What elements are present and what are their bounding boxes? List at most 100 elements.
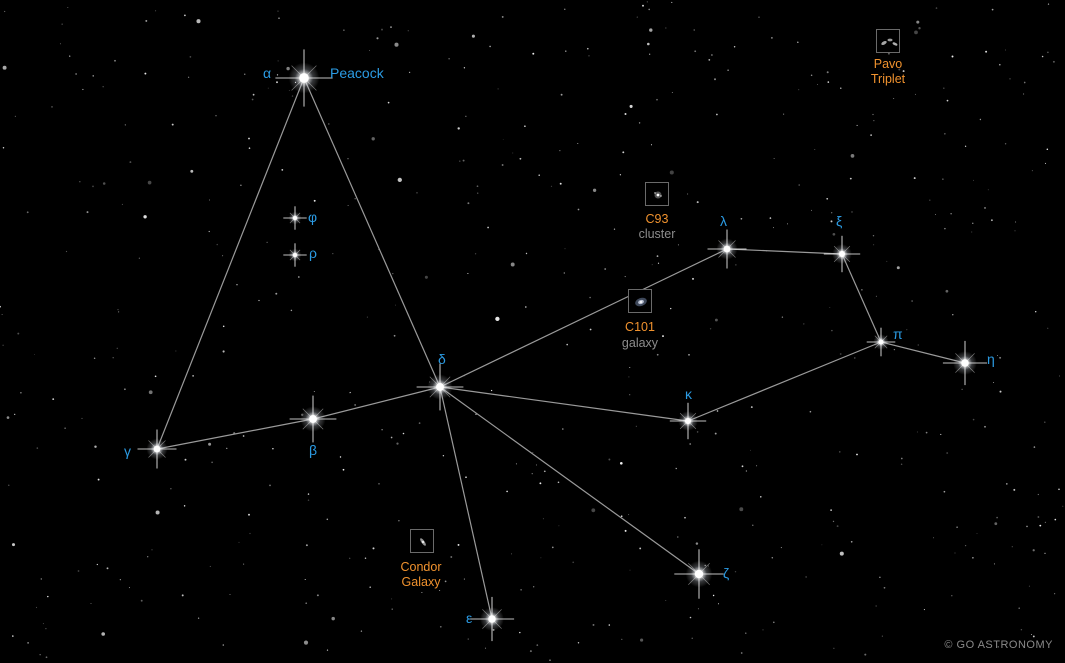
field-star	[1032, 635, 1035, 638]
field-star	[639, 547, 642, 550]
field-star	[1023, 81, 1026, 84]
field-star	[911, 300, 913, 302]
field-star	[463, 578, 465, 580]
field-star	[42, 623, 44, 625]
field-star	[577, 642, 580, 644]
star-label-zeta: ζ	[723, 565, 730, 581]
field-star	[689, 616, 692, 619]
field-star	[826, 197, 829, 200]
field-star	[116, 347, 118, 349]
field-star	[538, 174, 540, 176]
field-star	[495, 316, 500, 322]
field-star	[870, 134, 872, 136]
field-star	[171, 123, 174, 126]
constellation-stars	[137, 49, 988, 642]
field-star	[714, 78, 716, 81]
field-star	[560, 93, 563, 96]
field-star	[181, 594, 184, 597]
field-star	[442, 455, 445, 457]
field-star	[79, 181, 81, 183]
field-star	[996, 516, 998, 519]
field-star	[307, 493, 310, 495]
field-star	[640, 638, 644, 642]
field-star	[229, 594, 231, 595]
field-star	[238, 541, 240, 543]
field-star	[208, 442, 212, 446]
field-star	[439, 590, 441, 591]
field-star	[710, 54, 713, 56]
field-star	[305, 544, 308, 547]
field-star	[984, 206, 986, 209]
field-star	[75, 73, 77, 75]
field-star	[476, 185, 479, 188]
field-star	[821, 544, 823, 546]
field-star	[745, 632, 747, 634]
field-star	[875, 295, 877, 297]
field-star	[762, 629, 764, 631]
field-star	[512, 152, 514, 154]
field-star	[303, 640, 309, 645]
field-star	[381, 429, 383, 431]
field-star	[827, 81, 830, 83]
field-star	[572, 561, 575, 564]
field-star	[839, 353, 842, 355]
line-beta-delta	[312, 386, 441, 420]
field-star	[849, 177, 852, 180]
field-star	[773, 621, 775, 624]
field-star	[378, 482, 380, 485]
field-star	[708, 58, 711, 61]
field-star	[900, 457, 903, 460]
field-star	[861, 289, 863, 291]
field-star	[662, 335, 664, 338]
field-star	[64, 427, 66, 429]
field-star	[649, 53, 651, 55]
field-star	[694, 50, 697, 53]
field-star	[657, 262, 660, 264]
field-star	[47, 595, 49, 598]
field-star	[1044, 552, 1046, 554]
field-star	[1059, 375, 1060, 377]
field-star	[592, 188, 597, 192]
field-star	[45, 627, 47, 630]
condor-name-line2: Galaxy	[401, 575, 441, 589]
field-star	[33, 354, 35, 355]
field-star	[543, 470, 546, 473]
field-star	[946, 99, 949, 102]
field-star	[809, 410, 812, 413]
field-star	[450, 556, 453, 558]
field-star	[520, 589, 522, 591]
field-star	[244, 73, 246, 75]
star-epsilon	[469, 596, 515, 642]
field-star	[117, 311, 120, 313]
star-label-beta: β	[309, 442, 318, 458]
field-star	[656, 255, 659, 257]
field-star	[106, 567, 109, 570]
field-star	[117, 309, 119, 311]
line-lambda-xi	[726, 248, 843, 255]
field-star	[124, 388, 126, 391]
field-star	[490, 389, 493, 392]
field-star	[999, 356, 1002, 359]
field-star	[893, 97, 895, 99]
field-star	[651, 264, 653, 266]
field-star	[151, 549, 153, 551]
field-star	[642, 4, 644, 7]
field-star	[354, 197, 356, 200]
field-star	[360, 630, 363, 632]
field-star	[51, 106, 53, 108]
field-star	[696, 201, 699, 204]
field-star	[497, 88, 499, 90]
field-star	[222, 350, 225, 353]
field-star	[879, 576, 881, 579]
field-star	[675, 467, 677, 470]
field-star	[277, 60, 279, 62]
field-star	[577, 208, 580, 211]
field-star	[1034, 310, 1037, 313]
field-star	[636, 16, 638, 18]
field-star	[1047, 327, 1049, 329]
field-star	[529, 650, 532, 653]
field-star	[77, 570, 80, 572]
field-star	[525, 252, 528, 255]
pavo-triplet-name-line1: Pavo	[873, 57, 903, 71]
field-star	[145, 19, 148, 22]
